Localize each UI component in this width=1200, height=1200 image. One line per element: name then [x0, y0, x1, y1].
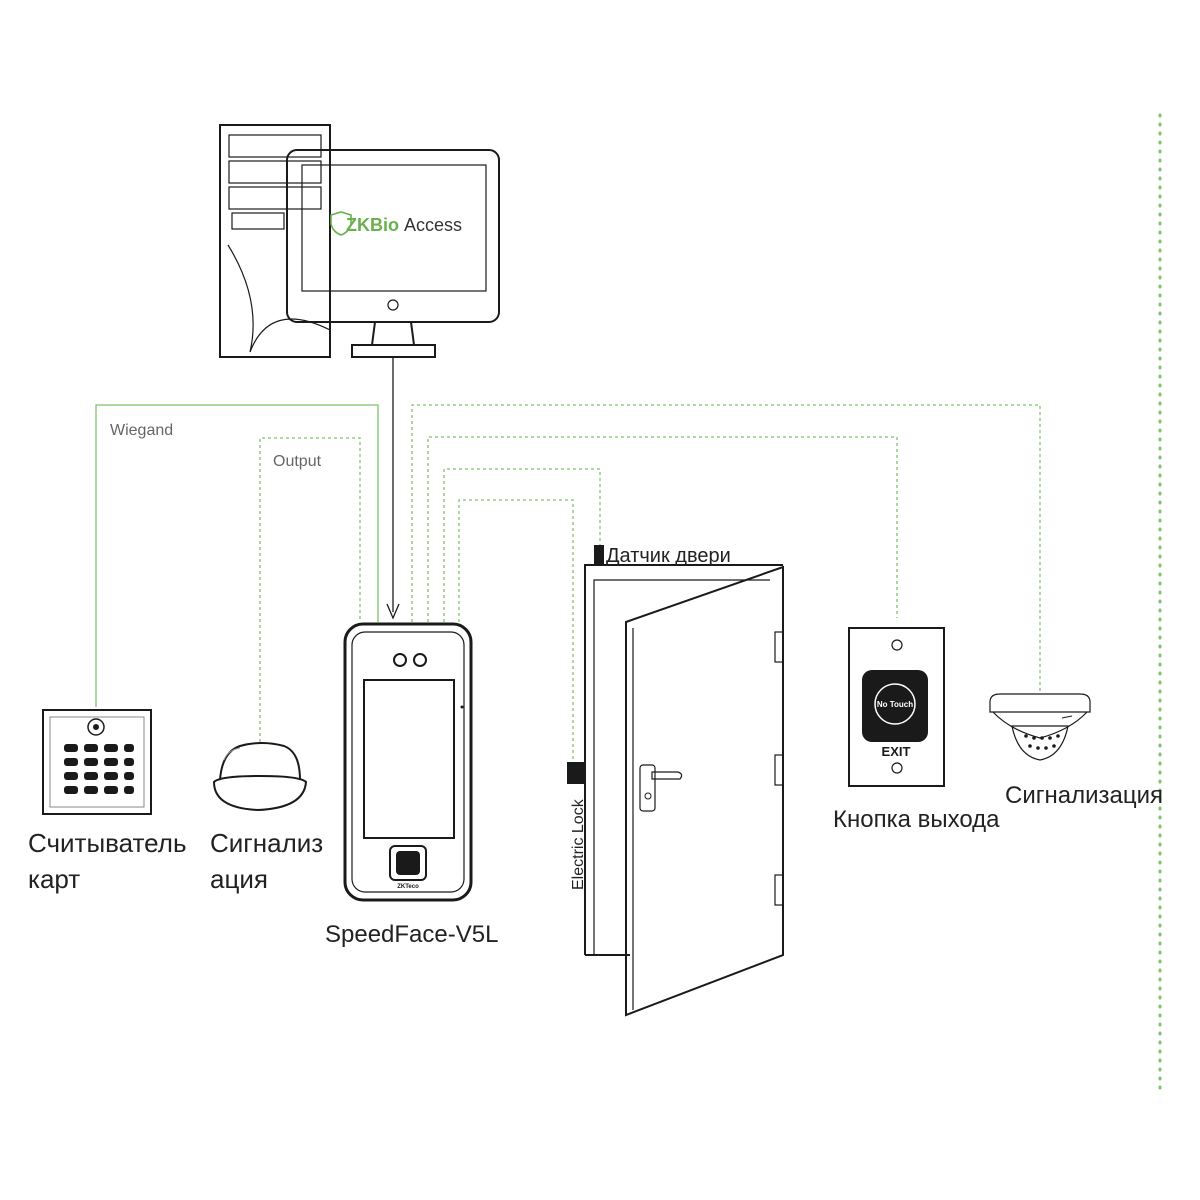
exit-button-wire — [427, 436, 898, 622]
siren-label-line2: ация — [210, 864, 268, 894]
shield-logo-icon — [330, 211, 352, 236]
electric-lock-icon — [567, 762, 585, 784]
card-reader-label-line1: Считыватель — [28, 828, 187, 858]
software-brand: ZKBio — [346, 215, 399, 235]
terminal-label: SpeedFace-V5L — [325, 921, 498, 948]
door-icon — [584, 564, 784, 1017]
siren-label-line1: Сигнализ — [210, 828, 323, 858]
alarm-icon — [989, 693, 1091, 761]
exit-button-icon: No Touch EXIT — [848, 627, 945, 787]
card-reader-icon — [42, 709, 152, 815]
monitor-icon: ZKBio Access — [286, 149, 500, 358]
alarm-label: Сигнализация — [1005, 782, 1163, 809]
exit-button-label: Кнопка выхода — [833, 806, 1000, 833]
pc-tower-icon — [219, 124, 331, 358]
wiegand-label: Wiegand — [110, 422, 173, 439]
terminal-device-icon: ZKTeco — [343, 622, 473, 902]
exit-button-face-text: No Touch — [877, 700, 913, 709]
card-reader-label-line2: карт — [28, 864, 80, 894]
output-label: Output — [273, 453, 322, 470]
exit-button-exit-text: EXIT — [882, 744, 911, 759]
electric-lock-label: Electric Lock — [570, 798, 587, 890]
wiring — [95, 404, 1041, 762]
output-wire — [259, 437, 361, 742]
terminal-badge: ZKTeco — [397, 884, 419, 890]
electric-lock-wire — [458, 499, 574, 762]
wiegand-wire — [95, 404, 379, 707]
software-product: Access — [404, 215, 462, 235]
network-arrow — [386, 357, 400, 620]
door-sensor-icon — [594, 545, 604, 565]
siren-icon — [212, 742, 308, 812]
door-sensor-wire — [443, 468, 601, 622]
alarm-wire — [411, 404, 1041, 693]
door-sensor-label: Датчик двери — [606, 545, 731, 567]
